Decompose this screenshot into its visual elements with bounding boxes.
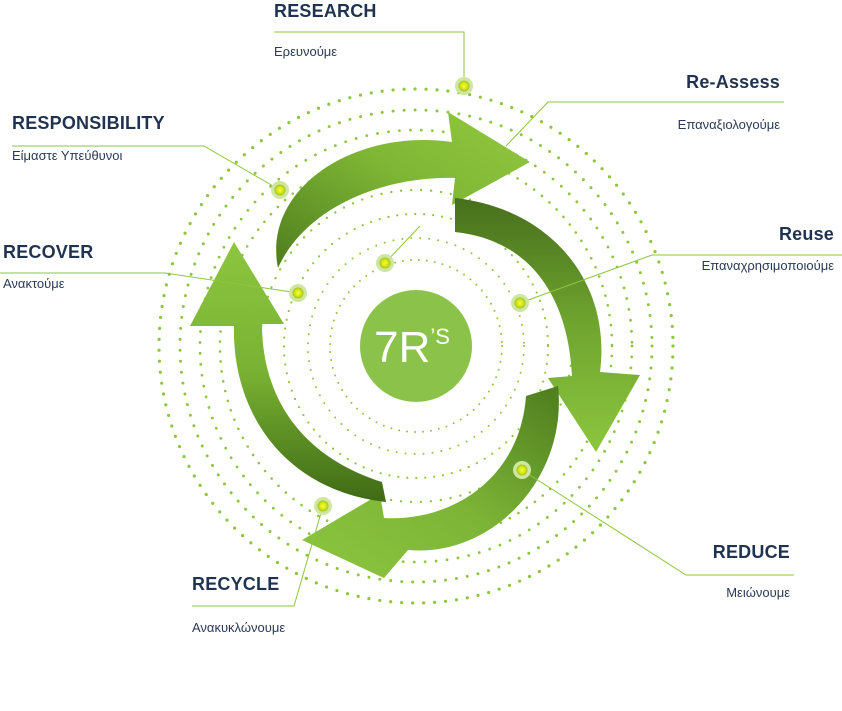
arrow-left [190,242,386,502]
connector-lines [0,31,842,607]
markers [271,77,531,515]
dotted-ring [329,259,503,433]
marker-reuse [511,294,529,312]
label-recover-subtitle: Ανακτούμε [3,276,65,291]
label-reassess-subtitle: Επαναξιολογούμε [677,117,780,132]
dotted-ring [218,148,614,544]
label-responsibility-title: RESPONSIBILITY [12,113,165,133]
label-research-title: RESEARCH [274,1,377,21]
dotted-ring [157,87,675,605]
label-recover: RECOVER Ανακτούμε [3,242,93,291]
connector-responsibility [12,145,281,191]
marker-recover [289,284,307,302]
arrow-top [276,112,530,268]
label-reuse-title: Reuse [778,224,834,244]
label-research: RESEARCH Ερευνούμε [274,1,377,59]
connector-reduce [521,469,794,576]
dotted-ring [178,108,654,584]
arrow-right [455,198,640,452]
dotted-ring [198,128,634,564]
label-reassess-title: Re-Assess [686,72,780,92]
label-reduce-title: REDUCE [712,542,790,562]
cycle-arrows [190,112,640,578]
connector-recover [0,272,299,294]
label-reduce: REDUCE Μειώνουμε [713,542,790,600]
arrow-bottom [302,386,559,578]
marker-recycle [314,497,332,515]
label-reassess: Re-Assess Επαναξιολογούμε [678,72,780,132]
marker-research [455,77,473,95]
label-recycle: RECYCLE Ανακυκλώνουμε [192,574,285,635]
label-reduce-subtitle: Μειώνουμε [726,585,790,600]
connector-recycle [192,505,324,607]
marker-reduce [513,461,531,479]
dotted-ring [307,237,525,455]
center-label-sup: ’S [430,324,450,349]
marker-responsibility [271,181,289,199]
marker-inner [376,254,394,272]
label-responsibility-subtitle: Είμαστε Υπεύθυνοι [12,148,123,163]
center-badge: 7R’S [360,290,472,402]
label-reuse-subtitle: Επαναχρησιμοποιούμε [701,258,834,273]
label-research-subtitle: Ερευνούμε [274,44,338,59]
connector-reuse [519,254,842,304]
connector-research [274,31,465,86]
label-responsibility: RESPONSIBILITY Είμαστε Υπεύθυνοι [12,113,165,163]
label-recycle-subtitle: Ανακυκλώνουμε [192,620,286,635]
label-recycle-title: RECYCLE [192,574,280,594]
center-label: 7R’S [374,323,450,372]
label-recover-title: RECOVER [3,242,94,262]
center-label-main: 7R [374,323,430,372]
connector-reassess [505,101,784,147]
dotted-ring [282,212,550,480]
label-reuse: Reuse Επαναχρησιμοποιούμε [702,224,834,273]
